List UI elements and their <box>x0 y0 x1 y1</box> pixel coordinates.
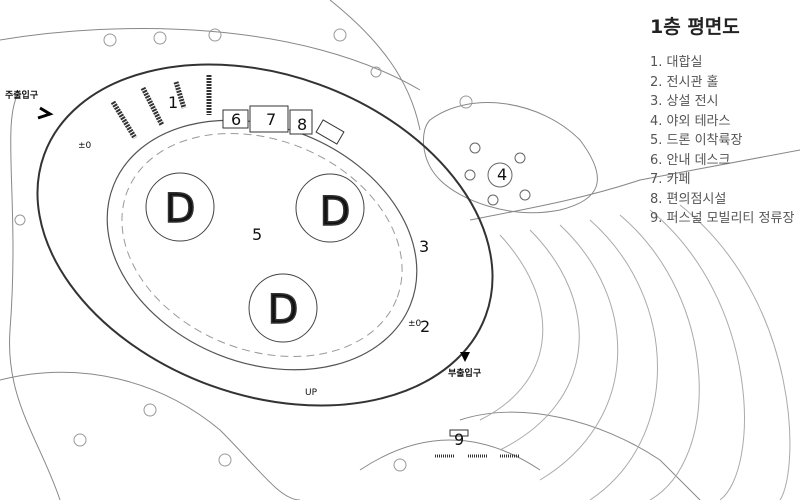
room-number: 8 <box>297 115 307 134</box>
room-info-desk <box>222 109 249 129</box>
inner-dashed-line <box>121 133 403 357</box>
tree-icon <box>153 31 167 45</box>
mobility-station <box>449 429 469 437</box>
legend-item: 5. 드론 이착륙장 <box>650 133 743 148</box>
level-mark: ±0 <box>408 319 422 329</box>
legend-item: 9. 퍼스널 모빌리티 정류장 <box>650 211 795 226</box>
tree-icon <box>333 28 347 42</box>
legend-item: 6. 안내 데스크 <box>650 152 731 168</box>
room-number: 9 <box>454 430 464 449</box>
legend-item: 4. 야외 테라스 <box>650 113 731 129</box>
helipad-mark: D <box>320 189 351 235</box>
stands <box>479 204 791 500</box>
tree-icon <box>459 95 473 109</box>
stair <box>315 119 345 145</box>
landscape-path <box>469 149 800 221</box>
room-number: 5 <box>252 225 262 244</box>
tree-icon <box>519 189 531 201</box>
terrace-outline <box>422 102 598 214</box>
tree-icon <box>393 458 407 472</box>
level-mark: ±0 <box>78 141 92 151</box>
legend-item: 7. 카페 <box>650 172 691 187</box>
up-mark: UP <box>305 388 318 398</box>
landscape-path <box>9 89 61 500</box>
room-number: 2 <box>420 317 430 336</box>
room-number: 4 <box>497 165 507 184</box>
tree-icon <box>103 33 117 47</box>
landscape-path <box>459 411 701 500</box>
legend-title: 1층 평면도 <box>650 16 740 38</box>
tree-icon <box>14 214 26 226</box>
helipad-mark: D <box>165 186 196 232</box>
tree-icon <box>487 194 499 206</box>
legend-item: 3. 상설 전시 <box>650 94 719 109</box>
bench <box>140 86 165 127</box>
bench <box>110 100 138 140</box>
tree-icon <box>464 169 476 181</box>
helipad-mark: D <box>268 287 299 333</box>
legend-item: 8. 편의점시설 <box>650 191 727 207</box>
legend-item: 1. 대합실 <box>650 55 703 70</box>
room-number: 6 <box>231 110 241 129</box>
helipad <box>295 173 365 243</box>
main-entrance-label: 주출입구 <box>5 89 38 101</box>
tree-icon <box>469 142 481 154</box>
sub-entrance-arrow-icon <box>460 352 470 362</box>
tree-icon <box>208 28 222 42</box>
main-entrance-arrow-icon <box>37 106 54 120</box>
room-number: 3 <box>419 237 429 256</box>
tree-icon <box>370 66 382 78</box>
tree-icon <box>73 433 87 447</box>
tree-icon <box>218 453 232 467</box>
sub-entrance-label: 부출입구 <box>448 367 481 379</box>
room-cafe <box>249 105 289 133</box>
helipad <box>248 273 318 343</box>
terrace-center <box>487 162 513 188</box>
building-outer-wall <box>36 63 494 407</box>
room-number: 7 <box>266 110 276 129</box>
tree-icon <box>514 152 526 164</box>
drone-field-boundary <box>106 119 418 371</box>
bench <box>173 81 187 109</box>
room-convenience <box>289 109 313 135</box>
tree-icon <box>143 403 157 417</box>
helipad <box>145 172 215 242</box>
room-number: 1 <box>168 93 178 112</box>
landscape-path <box>0 371 301 500</box>
landscape-path <box>329 0 421 131</box>
legend: 1층 평면도 1. 대합실 2. 전시관 홀 3. 상설 전시 4. 야외 테라… <box>650 12 800 229</box>
legend-item: 2. 전시관 홀 <box>650 74 719 90</box>
